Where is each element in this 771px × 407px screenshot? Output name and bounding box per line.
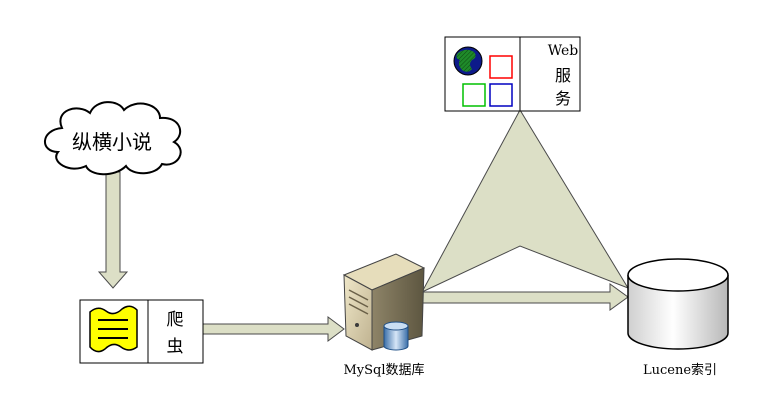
- arrow-to-web: [420, 108, 630, 294]
- web-label-line1: Web: [548, 43, 579, 59]
- database-label: MySql数据库: [343, 362, 424, 378]
- arrow-source-to-crawler: [97, 171, 129, 289]
- source-label: 纵横小说: [72, 130, 152, 154]
- web-node: Web 服 务: [444, 36, 581, 112]
- scroll-document-icon: [89, 305, 138, 353]
- source-node: 纵横小说: [44, 101, 182, 176]
- index-label: Lucene索引: [643, 363, 717, 378]
- blue-square-icon: [489, 83, 513, 107]
- globe-icon: [453, 46, 483, 76]
- crawler-label-line2: 虫: [167, 337, 184, 357]
- database-node: MySql数据库: [342, 253, 426, 378]
- cloud-icon: [44, 101, 182, 176]
- index-node: Lucene索引: [627, 258, 729, 378]
- red-square-icon: [489, 55, 513, 79]
- green-square-icon: [462, 83, 486, 107]
- crawler-node: 爬 虫: [79, 299, 204, 364]
- web-label-line3: 务: [555, 89, 571, 108]
- database-cylinder-icon: [627, 258, 729, 350]
- arrow-crawler-to-database: [202, 316, 345, 342]
- web-label-line2: 服: [555, 66, 571, 85]
- arrow-database-to-index: [421, 283, 629, 311]
- crawler-label-line1: 爬: [167, 310, 184, 330]
- server-database-icon: [342, 253, 426, 351]
